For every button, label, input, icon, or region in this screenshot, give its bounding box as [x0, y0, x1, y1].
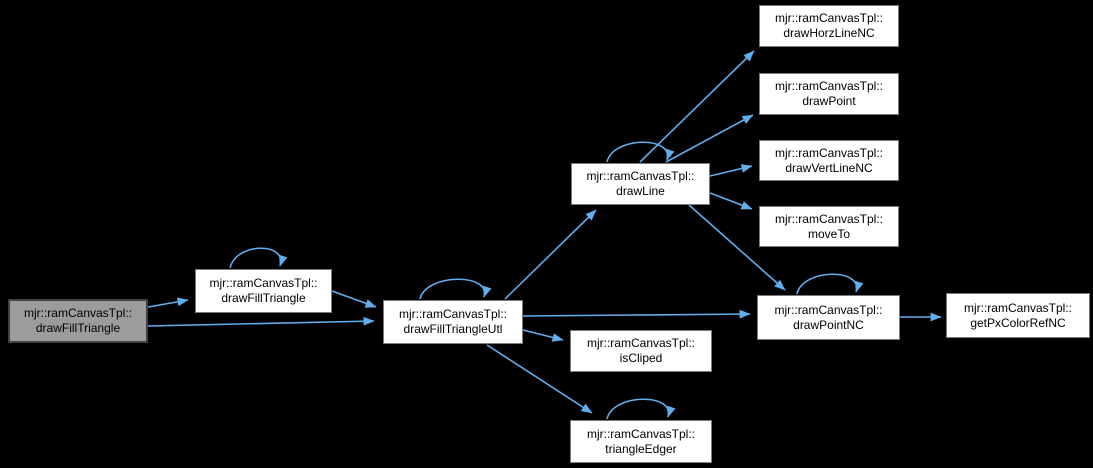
node-function-label: drawPointNC	[793, 317, 864, 332]
node-drawLine[interactable]: mjr::ramCanvasTpl:: drawLine	[571, 163, 710, 205]
node-drawFillTriangle[interactable]: mjr::ramCanvasTpl:: drawFillTriangle	[195, 269, 332, 313]
self-loop-drawFillTriangle	[229, 247, 288, 269]
node-getPxColorRefNC[interactable]: mjr::ramCanvasTpl:: getPxColorRefNC	[946, 293, 1090, 338]
edge-drawLine-to-drawPointNC	[688, 204, 786, 291]
node-scope-label: mjr::ramCanvasTpl::	[398, 307, 508, 321]
edge-drawFillTriangleUtl-to-drawLine	[504, 209, 597, 300]
self-loop-drawPointNC	[796, 273, 864, 295]
node-function-label: drawFillTriangleUtl	[403, 322, 503, 336]
node-scope-label: mjr::ramCanvasTpl::	[209, 276, 318, 290]
node-function-label: drawLine	[616, 184, 665, 198]
node-drawHorzLineNC[interactable]: mjr::ramCanvasTpl:: drawHorzLineNC	[759, 5, 899, 47]
edge-drawLine-to-moveTo	[709, 192, 753, 210]
node-scope-label: mjr::ramCanvasTpl::	[774, 145, 884, 160]
node-drawVertLineNC[interactable]: mjr::ramCanvasTpl:: drawVertLineNC	[759, 140, 899, 181]
node-scope-label: mjr::ramCanvasTpl::	[586, 426, 696, 441]
node-drawPoint[interactable]: mjr::ramCanvasTpl:: drawPoint	[759, 73, 899, 115]
node-drawPointNC[interactable]: mjr::ramCanvasTpl:: drawPointNC	[757, 295, 900, 340]
node-function-label: isCliped	[619, 351, 663, 365]
self-loop-drawFillTriangleUtl	[419, 278, 492, 300]
node-isCliped[interactable]: mjr::ramCanvasTpl:: isCliped	[570, 330, 712, 372]
self-loop-drawLine	[606, 141, 675, 163]
node-scope-label: mjr::ramCanvasTpl::	[774, 211, 884, 226]
node-function-label: getPxColorRefNC	[970, 315, 1066, 330]
node-function-label: drawFillTriangle	[35, 321, 121, 335]
node-scope-label: mjr::ramCanvasTpl::	[774, 302, 883, 317]
edge-drawLine-to-drawHorzLineNC	[639, 50, 755, 163]
edge-drawFillTriangleUtl-to-isCliped	[522, 329, 564, 342]
node-scope-label: mjr::ramCanvasTpl::	[586, 336, 696, 350]
edge-current-to-drawFillTriangle	[147, 297, 189, 308]
edge-drawFillTriangle-to-drawFillTriangleUtl	[331, 290, 377, 308]
node-function-label: drawPoint	[802, 94, 856, 108]
node-triangleEdger[interactable]: mjr::ramCanvasTpl:: triangleEdger	[570, 420, 712, 463]
edge-drawFillTriangleUtl-to-drawPointNC	[522, 309, 751, 319]
edge-current-to-drawFillTriangleUtl	[147, 316, 375, 327]
edge-drawLine-to-drawVertLineNC	[709, 164, 753, 177]
node-moveTo[interactable]: mjr::ramCanvasTpl:: moveTo	[759, 206, 899, 247]
node-scope-label: mjr::ramCanvasTpl::	[586, 169, 695, 183]
node-scope-label: mjr::ramCanvasTpl::	[774, 79, 884, 93]
self-loop-triangleEdger	[606, 398, 676, 420]
node-scope-label: mjr::ramCanvasTpl::	[963, 300, 1073, 315]
node-function-label: drawHorzLineNC	[783, 26, 875, 40]
node-drawFillTriangleUtl[interactable]: mjr::ramCanvasTpl:: drawFillTriangleUtl	[383, 300, 523, 344]
edge-drawLine-to-drawPoint	[665, 114, 754, 163]
node-function-label: moveTo	[807, 226, 851, 241]
node-drawFillTriangle-current: mjr::ramCanvasTpl:: drawFillTriangle	[8, 299, 148, 343]
node-function-label: triangleEdger	[605, 441, 677, 456]
node-function-label: drawVertLineNC	[785, 160, 873, 175]
node-function-label: drawFillTriangle	[221, 291, 306, 305]
node-scope-label: mjr::ramCanvasTpl::	[774, 11, 884, 25]
edge-drawFillTriangleUtl-to-triangleEdger	[486, 344, 593, 414]
node-scope-label: mjr::ramCanvasTpl::	[23, 306, 133, 320]
